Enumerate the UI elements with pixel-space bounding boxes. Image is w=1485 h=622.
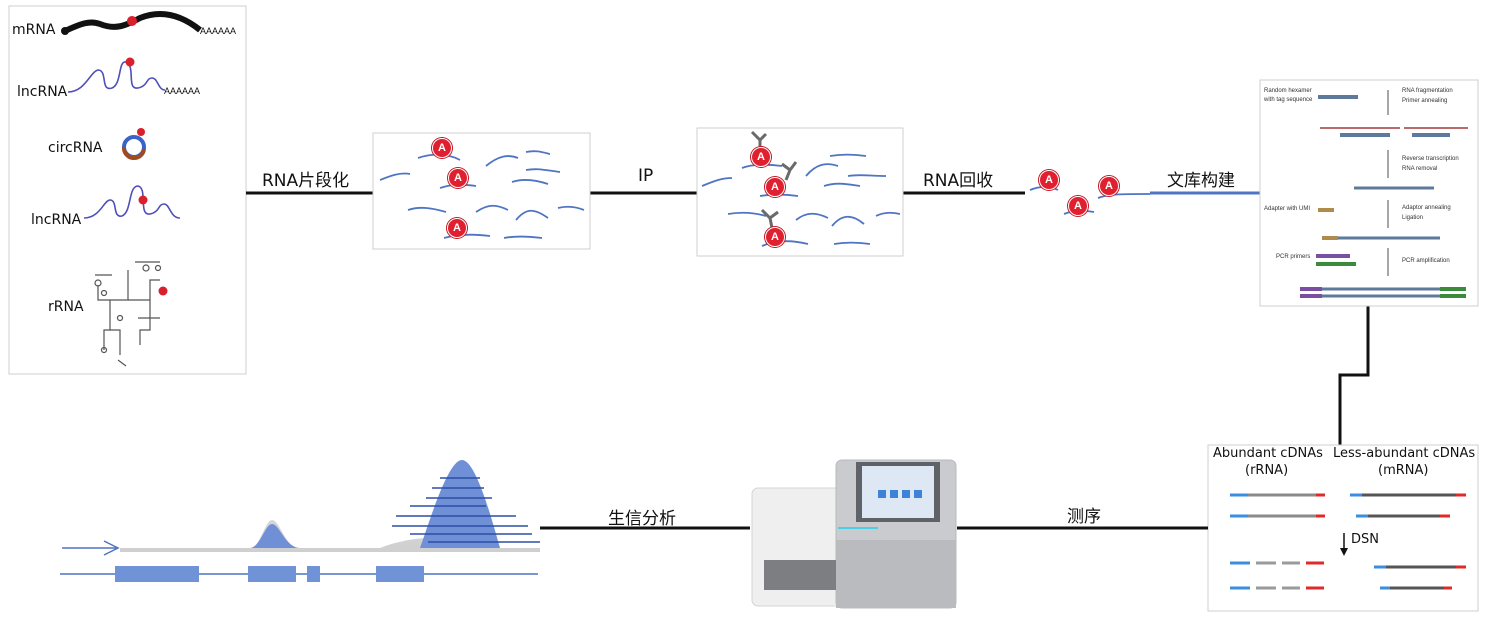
dsn-panel <box>1207 444 1479 612</box>
coverage-track <box>62 460 540 556</box>
mrna-label: mRNA <box>12 22 56 38</box>
gene-model <box>60 566 538 582</box>
methyl-mark: A <box>448 168 468 188</box>
lncrna-polya-label: AAAAAA <box>164 86 201 96</box>
lncrna-label-2: lncRNA <box>31 212 82 228</box>
library-panel <box>1259 79 1479 307</box>
fragment-panel <box>372 132 591 250</box>
methyl-mark: A <box>1039 170 1059 190</box>
lib-text-r4: RNA removal <box>1402 166 1438 172</box>
mrna-graphic <box>61 11 202 35</box>
methyl-mark: A <box>765 227 785 247</box>
sequencer-graphic <box>751 459 957 609</box>
step-bioinfo-label: 生信分析 <box>608 509 676 529</box>
ip-lines <box>701 153 901 247</box>
dsn-step-label: DSN <box>1351 532 1379 547</box>
library-graphics <box>1300 90 1468 298</box>
lib-text-r3: Reverse transcription <box>1402 156 1459 162</box>
dsn-arrow <box>1340 533 1348 556</box>
circrna-graphic <box>121 128 146 160</box>
antibody-icons <box>750 130 798 229</box>
lib-text-adaptor: Adapter with UMI <box>1264 206 1311 212</box>
lib-text-l1: Random hexamer <box>1264 88 1312 94</box>
connector-down <box>1338 306 1370 445</box>
lib-text-r5: Adaptor annealing <box>1402 205 1451 211</box>
lib-text-l2: with tag sequence <box>1264 97 1313 103</box>
dsn-cdna-lines <box>1230 493 1466 590</box>
mrna-polya-label: AAAAAA <box>200 26 237 36</box>
methyl-mark: A <box>1068 196 1088 216</box>
lib-text-r2: Primer annealing <box>1402 98 1448 104</box>
dsn-less-subtitle: (mRNA) <box>1378 463 1429 478</box>
lncrna-graphic-2 <box>83 185 181 219</box>
methyl-mark: A <box>447 218 467 238</box>
methyl-mark: A <box>765 177 785 197</box>
dsn-abundant-subtitle: (rRNA) <box>1245 463 1289 478</box>
circrna-label: circRNA <box>48 140 103 156</box>
rrna-label: rRNA <box>48 299 84 315</box>
step-fragment-label: RNA片段化 <box>262 171 350 191</box>
methyl-mark: A <box>1099 176 1119 196</box>
step-recover-label: RNA回收 <box>923 171 994 191</box>
lib-text-r6: Ligation <box>1402 215 1424 221</box>
rna-types-panel <box>8 5 247 375</box>
recovered-lines <box>1029 186 1151 215</box>
methyl-mark: A <box>751 147 771 167</box>
lncrna-label-1: lncRNA <box>17 84 68 100</box>
step-ip-label: IP <box>638 166 654 186</box>
lncrna-graphic-1 <box>67 57 166 93</box>
dsn-abundant-title: Abundant cDNAs <box>1213 446 1323 461</box>
step-sequencing-label: 测序 <box>1067 507 1101 527</box>
lib-text-r1: RNA fragmentation <box>1402 88 1453 94</box>
fragment-lines <box>379 150 585 239</box>
ip-panel <box>696 127 904 257</box>
rrna-graphic <box>94 261 168 367</box>
lib-text-r7: PCR amplification <box>1402 258 1450 264</box>
dsn-less-title: Less-abundant cDNAs <box>1333 446 1476 461</box>
lib-text-pcr: PCR primers <box>1276 254 1311 260</box>
step-library-label: 文库构建 <box>1167 171 1235 191</box>
methyl-mark: A <box>432 138 452 158</box>
